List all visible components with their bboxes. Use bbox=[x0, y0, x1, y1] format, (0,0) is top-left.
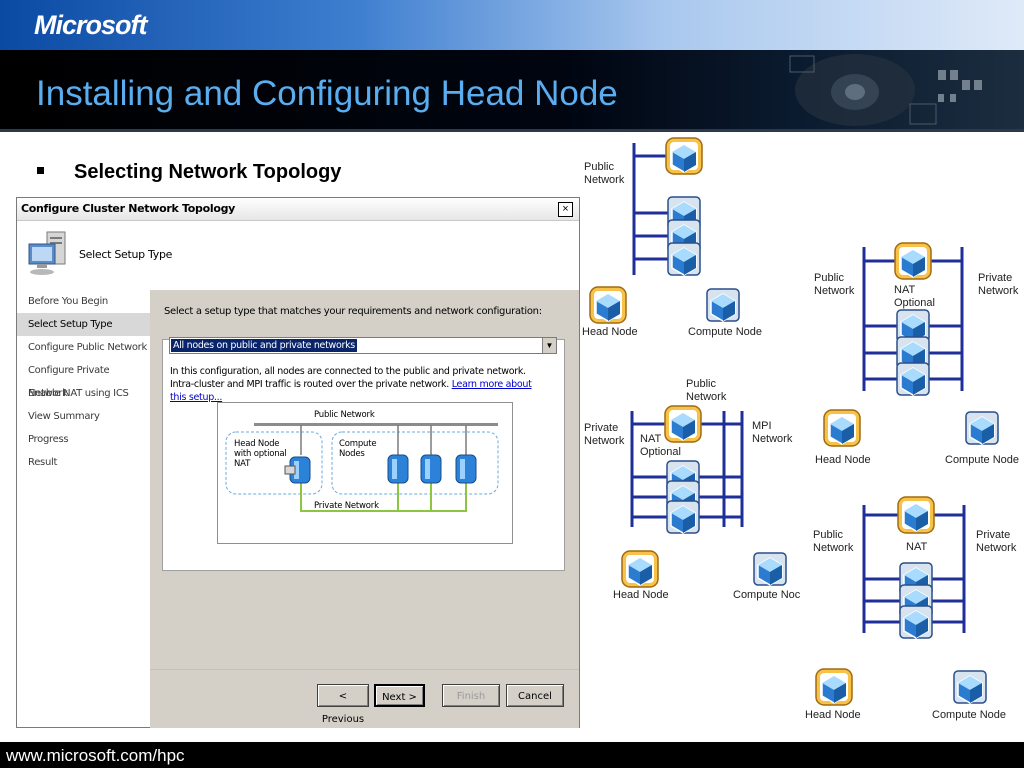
server-icon bbox=[387, 454, 409, 484]
topology-diagram-drawing bbox=[225, 423, 499, 512]
server-icon bbox=[420, 454, 442, 484]
close-icon[interactable]: × bbox=[558, 202, 573, 217]
dialog-button-bar: < Previous Next > Finish Cancel bbox=[150, 669, 579, 728]
learn-more-link[interactable]: Learn more about this setup... bbox=[170, 379, 532, 403]
footer-bar bbox=[0, 742, 1024, 768]
legend-compute-node-label: Compute Node bbox=[688, 326, 762, 338]
legend-compute-node-label: Compute Node bbox=[932, 709, 1006, 721]
head-node-icon bbox=[898, 497, 934, 533]
dialog-titlebar[interactable]: Configure Cluster Network Topology × bbox=[17, 198, 579, 221]
selected-setup-type: All nodes on public and private networks bbox=[171, 339, 357, 352]
topology-diagram: Public Network Head Node with optional N… bbox=[217, 402, 513, 544]
description-text: In this configuration, all nodes are con… bbox=[170, 366, 526, 390]
microsoft-logo: Microsoft bbox=[34, 10, 147, 40]
legend-compute-node-icon bbox=[707, 289, 739, 321]
topology-public-only bbox=[632, 143, 670, 275]
legend-head-node-label: Head Node bbox=[805, 709, 861, 721]
cancel-button[interactable]: Cancel bbox=[506, 684, 564, 707]
bullet-text: Selecting Network Topology bbox=[74, 161, 342, 183]
legend-compute-node-label: Compute Node bbox=[945, 454, 1019, 466]
legend-head-node-icon bbox=[816, 669, 852, 705]
finish-button[interactable]: Finish bbox=[442, 684, 500, 707]
compute-node-icon bbox=[668, 243, 700, 275]
footer-url: www.microsoft.com/hpc bbox=[6, 746, 185, 765]
chevron-down-icon[interactable]: ▼ bbox=[542, 338, 556, 353]
legend-compute-node-icon bbox=[754, 553, 786, 585]
setup-type-select[interactable]: All nodes on public and private networks… bbox=[169, 337, 557, 354]
head-node-icon bbox=[666, 138, 702, 174]
page-title: Installing and Configuring Head Node bbox=[36, 74, 618, 113]
compute-nodes-label: Compute Nodes bbox=[339, 439, 377, 459]
computer-setup-icon bbox=[28, 231, 66, 275]
step-view-summary[interactable]: View Summary bbox=[28, 411, 100, 422]
compute-node-icon bbox=[900, 606, 932, 638]
step-enable-nat[interactable]: Enable NAT using ICS bbox=[28, 388, 129, 399]
private-network-label: Private Network bbox=[314, 501, 379, 511]
head-node-icon bbox=[895, 243, 931, 279]
dialog-step-header: Select Setup Type bbox=[79, 248, 173, 261]
compute-node-icon bbox=[897, 363, 929, 395]
step-configure-public-network[interactable]: Configure Public Network bbox=[28, 342, 147, 353]
server-icon bbox=[455, 454, 477, 484]
step-configure-private-network[interactable]: Configure Private Network bbox=[28, 365, 110, 399]
setup-description: In this configuration, all nodes are con… bbox=[170, 365, 550, 404]
legend-head-node-icon bbox=[590, 287, 626, 323]
legend-head-node-icon bbox=[622, 551, 658, 587]
step-select-setup-type[interactable]: Select Setup Type bbox=[17, 313, 150, 336]
legend-compute-node-icon bbox=[966, 412, 998, 444]
bullet-marker bbox=[37, 167, 44, 174]
head-node-label: Head Node with optional NAT bbox=[234, 439, 287, 469]
logo-band bbox=[0, 0, 1024, 50]
step-progress[interactable]: Progress bbox=[28, 434, 69, 445]
legend-head-node-label: Head Node bbox=[613, 589, 669, 601]
configure-topology-dialog: Configure Cluster Network Topology × Sel… bbox=[16, 197, 580, 728]
legend-head-node-icon bbox=[824, 410, 860, 446]
content-pane: Select a setup type that matches your re… bbox=[150, 290, 579, 669]
server-icon bbox=[284, 456, 311, 484]
nat-label: NAT bbox=[906, 541, 927, 553]
compute-node-icon bbox=[667, 501, 699, 533]
step-before-you-begin[interactable]: Before You Begin bbox=[28, 296, 108, 307]
previous-button[interactable]: < Previous bbox=[317, 684, 369, 725]
legend-head-node-label: Head Node bbox=[815, 454, 871, 466]
head-node-icon bbox=[665, 406, 701, 442]
legend-compute-node-icon bbox=[954, 671, 986, 703]
wizard-step-list: Before You Begin Select Setup Type Confi… bbox=[17, 290, 150, 474]
dialog-title: Configure Cluster Network Topology bbox=[21, 202, 236, 215]
legend-compute-node-label-clipped: Compute Noc bbox=[733, 589, 801, 601]
header-decoration bbox=[789, 54, 982, 126]
next-button[interactable]: Next > bbox=[374, 684, 425, 707]
instruction-text: Select a setup type that matches your re… bbox=[164, 306, 542, 317]
public-network-label: Public Network bbox=[314, 410, 375, 420]
legend-head-node-label: Head Node bbox=[582, 326, 638, 338]
step-result[interactable]: Result bbox=[28, 457, 58, 468]
setup-panel: All nodes on public and private networks… bbox=[162, 337, 565, 571]
